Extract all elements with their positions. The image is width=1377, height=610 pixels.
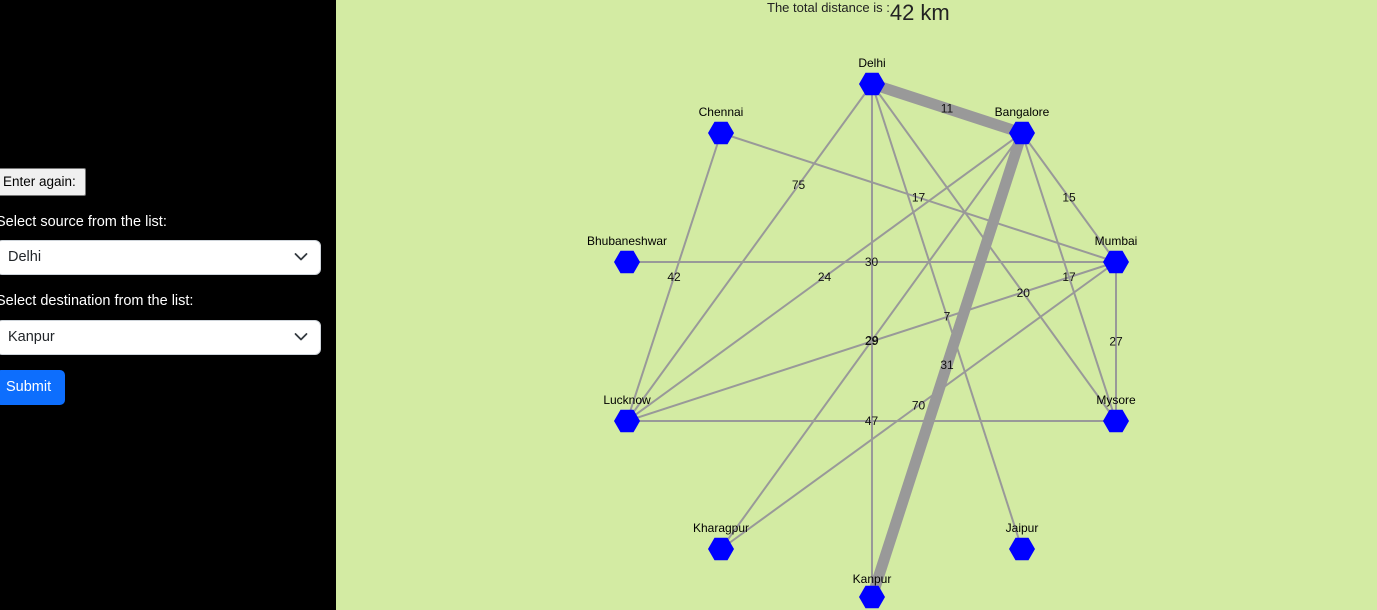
edge-weight-label: 29	[865, 334, 879, 348]
edge-weight-label: 47	[865, 414, 879, 428]
node-jaipur[interactable]: Jaipur	[1006, 521, 1039, 561]
node-marker[interactable]	[1103, 409, 1129, 433]
node-label: Jaipur	[1006, 521, 1039, 535]
edge-weight-label: 42	[667, 270, 681, 284]
chevron-down-icon	[294, 253, 308, 261]
node-kharagpur[interactable]: Kharagpur	[693, 521, 749, 561]
node-label: Mumbai	[1095, 234, 1138, 248]
source-select[interactable]: Delhi	[0, 240, 321, 275]
edge-weight-label: 15	[1062, 191, 1076, 205]
node-chennai[interactable]: Chennai	[699, 105, 744, 145]
edge-weight-label: 17	[1062, 270, 1076, 284]
edge-delhi-mysore	[871, 83, 1117, 422]
total-distance: The total distance is :42 km	[767, 0, 950, 26]
node-marker[interactable]	[1009, 537, 1035, 561]
edge-weight-label: 24	[818, 270, 832, 284]
edge-chennai-lucknow	[626, 132, 722, 422]
source-selected-value: Delhi	[8, 249, 42, 265]
node-kanpur[interactable]: Kanpur	[853, 572, 892, 609]
edge-weight-label: 30	[865, 255, 879, 269]
node-lucknow[interactable]: Lucknow	[603, 393, 651, 433]
node-label: Lucknow	[603, 393, 651, 407]
node-marker[interactable]	[708, 121, 734, 145]
node-mysore[interactable]: Mysore	[1096, 393, 1136, 433]
edge-weight-label: 75	[792, 178, 806, 192]
submit-button[interactable]: Submit	[0, 370, 65, 405]
node-marker[interactable]	[1009, 121, 1035, 145]
edge-weight-label: 29	[865, 334, 879, 348]
node-marker[interactable]	[614, 250, 640, 274]
node-mumbai[interactable]: Mumbai	[1095, 234, 1138, 274]
destination-selected-value: Kanpur	[8, 329, 55, 345]
total-distance-label: The total distance is :	[767, 0, 890, 15]
node-label: Chennai	[699, 105, 744, 119]
node-marker[interactable]	[859, 585, 885, 609]
edge-weight-label: 20	[1017, 286, 1031, 300]
edge-mumbai-lucknow	[626, 261, 1117, 422]
node-label: Bangalore	[995, 105, 1050, 119]
node-label: Kanpur	[853, 572, 892, 586]
node-marker[interactable]	[708, 537, 734, 561]
destination-select[interactable]: Kanpur	[0, 320, 321, 355]
edge-mumbai-kharagpur	[720, 261, 1117, 550]
edge-chennai-mumbai	[720, 132, 1117, 263]
edges-layer	[626, 78, 1117, 599]
total-distance-value: 42 km	[889, 0, 950, 25]
node-marker[interactable]	[1103, 250, 1129, 274]
node-bhubaneshwar[interactable]: Bhubaneshwar	[587, 234, 667, 274]
node-label: Mysore	[1096, 393, 1136, 407]
edge-delhi-lucknow	[626, 83, 873, 422]
edge-weight-label: 11	[941, 102, 954, 116]
chevron-down-icon	[294, 333, 308, 341]
edge-bangalore-lucknow	[626, 132, 1023, 422]
node-label: Delhi	[858, 56, 885, 70]
edge-bangalore-mumbai	[1021, 132, 1117, 263]
node-bangalore[interactable]: Bangalore	[995, 105, 1050, 145]
node-delhi[interactable]: Delhi	[858, 56, 886, 96]
edge-delhi-bangalore	[870, 78, 1024, 139]
edge-weight-label: 17	[912, 191, 926, 205]
edge-weight-label: 31	[940, 358, 954, 372]
edge-bangalore-kanpur	[866, 131, 1028, 599]
node-label: Bhubaneshwar	[587, 234, 667, 248]
edge-weight-label: 27	[1109, 335, 1123, 349]
enter-again-button[interactable]: Enter again:	[0, 168, 86, 196]
edge-weight-label: 70	[912, 399, 926, 413]
sidebar: Enter again: Select source from the list…	[0, 0, 336, 610]
source-label: Select source from the list:	[0, 214, 167, 230]
edge-weight-label: 7	[944, 310, 951, 324]
destination-label: Select destination from the list:	[0, 293, 194, 309]
node-marker[interactable]	[859, 72, 885, 96]
node-label: Kharagpur	[693, 521, 749, 535]
graph-panel	[336, 0, 1377, 610]
node-marker[interactable]	[614, 409, 640, 433]
